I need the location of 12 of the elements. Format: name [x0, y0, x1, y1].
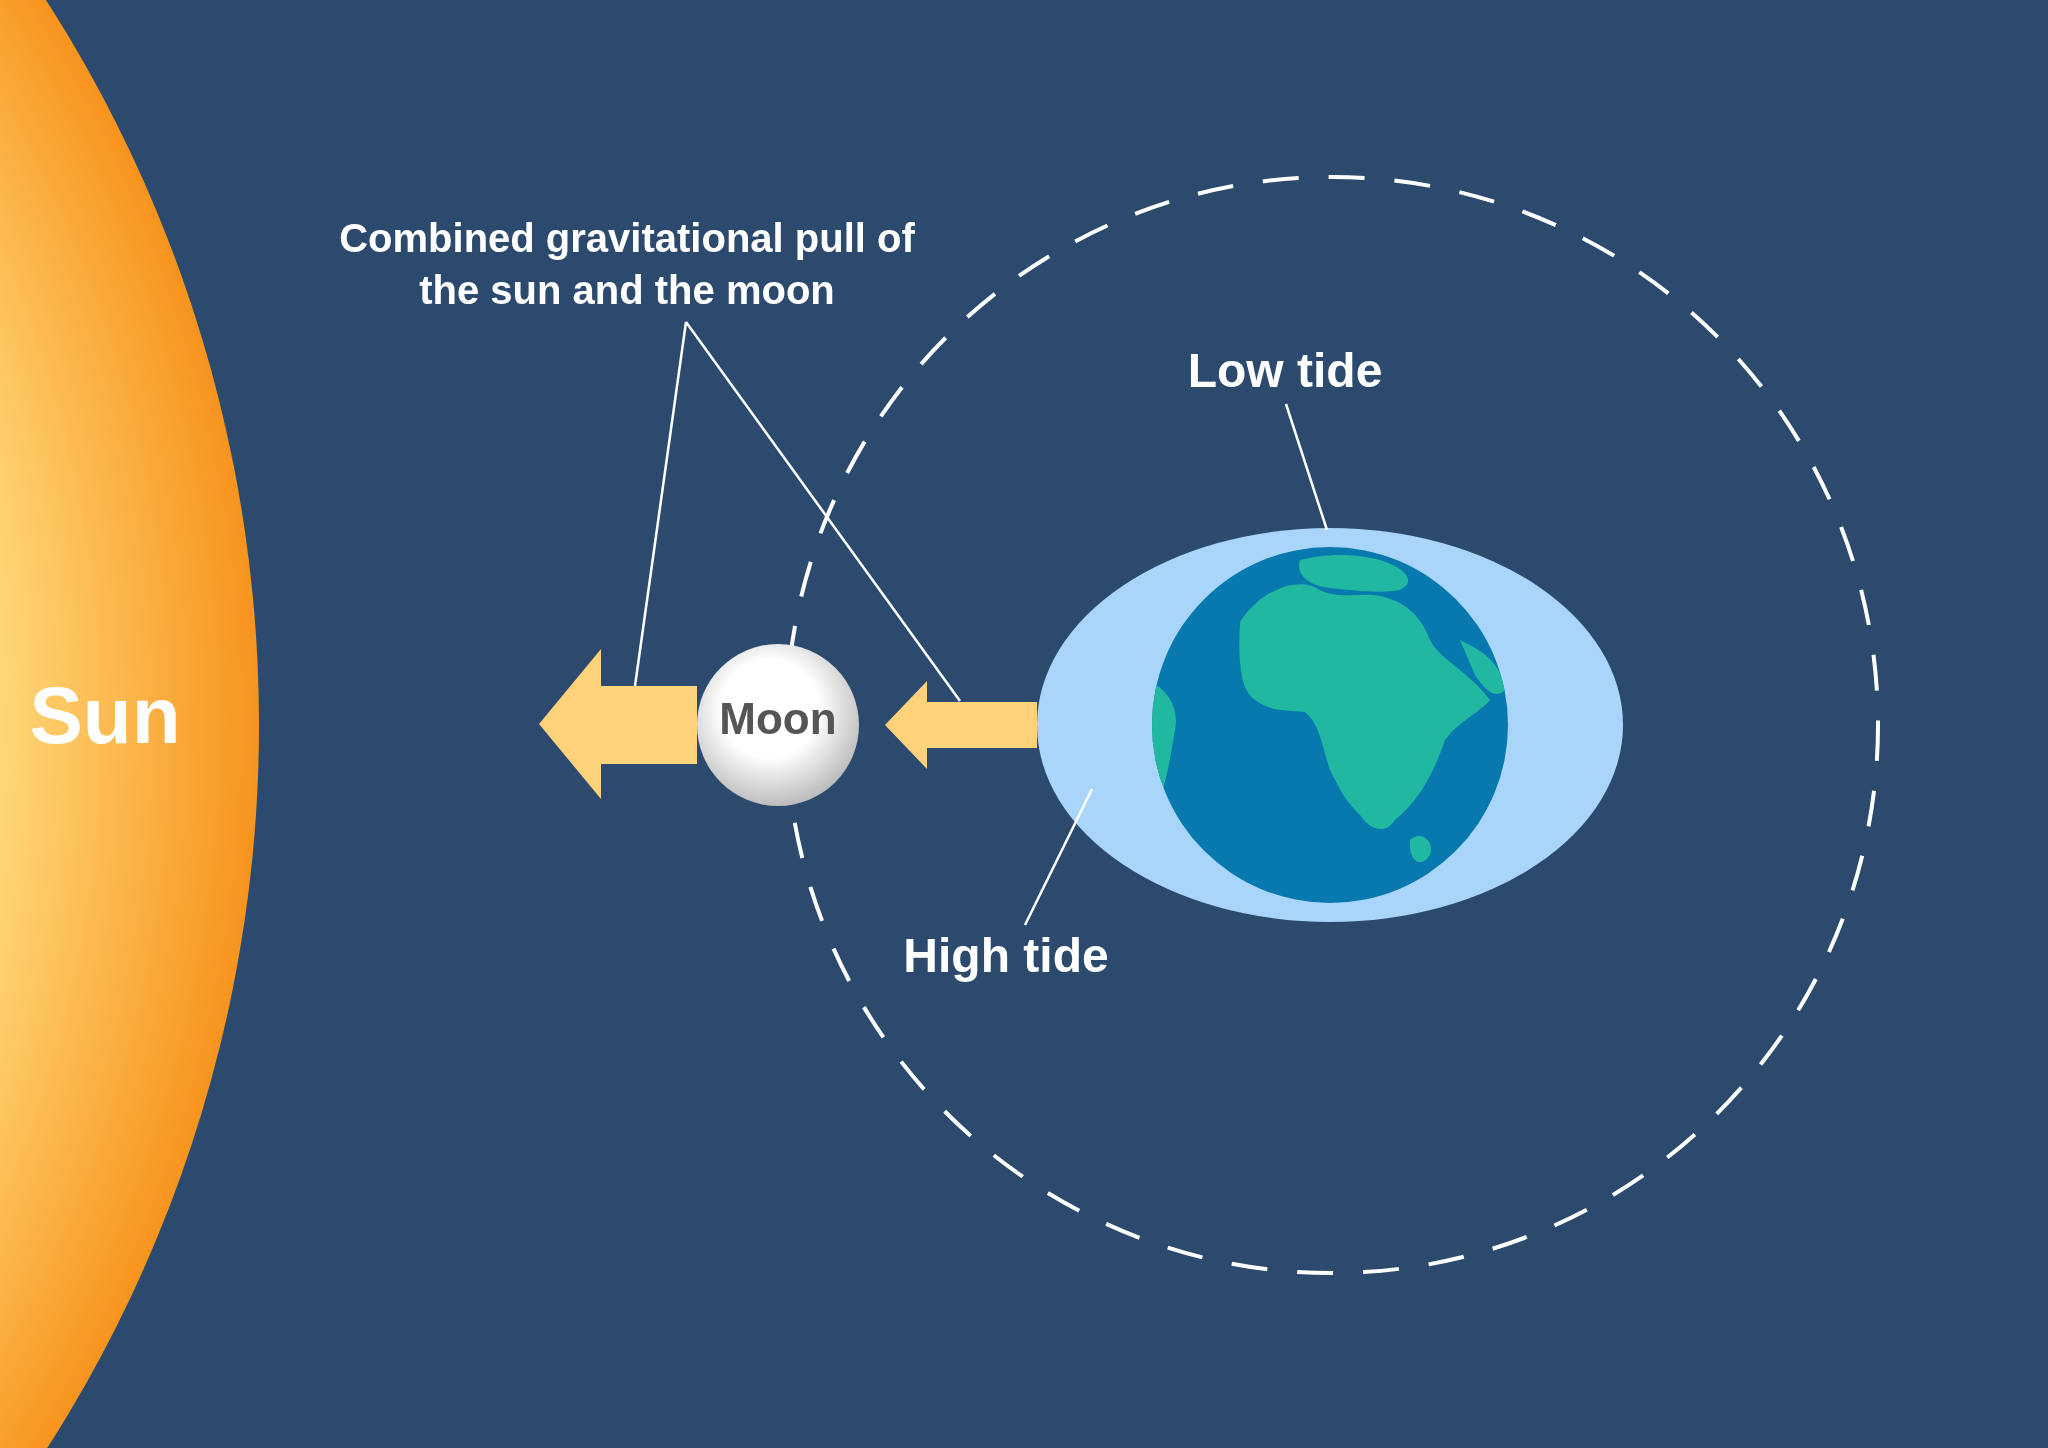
leader-line	[1284, 403, 1329, 531]
moon-circle	[697, 644, 859, 806]
leader-line	[633, 321, 688, 687]
label-text: High tide	[902, 928, 1110, 984]
label-text: Combined gravitational pull of the sun and the moon	[338, 215, 916, 314]
pull-arrow	[885, 681, 1037, 769]
leader-line	[685, 321, 961, 702]
name-text: Sun	[28, 672, 182, 760]
name-text: Moon	[718, 695, 838, 744]
pull-arrow	[539, 649, 697, 799]
leader-line	[1023, 788, 1094, 926]
label-text: Low tide	[1186, 343, 1384, 399]
